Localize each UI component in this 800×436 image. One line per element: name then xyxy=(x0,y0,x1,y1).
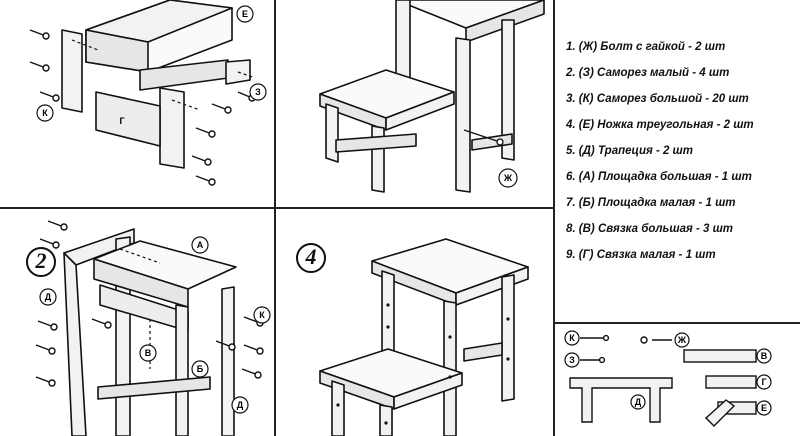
divider-vertical-2 xyxy=(553,0,555,436)
legend-callout-g: Г xyxy=(761,377,766,387)
step-3-drawing: Ж xyxy=(319,0,545,193)
callout-g-step1: Г xyxy=(119,116,124,126)
panel-step-3: Ж xyxy=(276,0,553,207)
callout-zh-step3: Ж xyxy=(503,173,513,183)
step-4-number: 4 xyxy=(296,243,326,273)
panel-step-1: Е К З Г xyxy=(0,0,274,207)
callout-d-step2: Д xyxy=(45,292,52,302)
divider-vertical-1 xyxy=(274,0,276,436)
callout-e-step1: Е xyxy=(242,9,248,19)
legend-callout-zh: Ж xyxy=(677,335,687,345)
divider-horizontal-right xyxy=(555,322,800,324)
callout-z-step1: З xyxy=(255,87,261,97)
parts-legend-panel: К З Ж В Г Е Д xyxy=(556,322,800,436)
parts-list-item: 6. (А) Площадка большая - 1 шт xyxy=(566,171,752,183)
parts-list-item: 1. (Ж) Болт с гайкой - 2 шт xyxy=(566,41,726,53)
legend-callout-z: З xyxy=(569,355,575,365)
parts-legend-drawing: К З Ж В Г Е Д xyxy=(564,330,772,427)
callout-d2-step2: Д xyxy=(237,400,244,410)
legend-callout-k: К xyxy=(569,333,575,343)
legend-callout-e: Е xyxy=(761,403,767,413)
step-1-drawing: Е К З Г xyxy=(29,0,267,186)
parts-list-item: 4. (Е) Ножка треугольная - 2 шт xyxy=(566,119,754,131)
parts-list-item: 8. (В) Связка большая - 3 шт xyxy=(566,223,734,235)
panel-step-4: 4 xyxy=(276,209,553,436)
callout-v-step2: В xyxy=(145,348,152,358)
parts-list-item: 3. (К) Саморез большой - 20 шт xyxy=(566,93,749,105)
callout-b-step2: Б xyxy=(197,364,204,374)
legend-callout-v: В xyxy=(761,351,768,361)
step-4-drawing xyxy=(319,238,529,436)
parts-list-item: 5. (Д) Трапеция - 2 шт xyxy=(566,145,694,157)
divider-horizontal xyxy=(0,207,553,209)
parts-list: 1. (Ж) Болт с гайкой - 2 шт 2. (З) Самор… xyxy=(566,40,796,274)
parts-list-item: 7. (Б) Площадка малая - 1 шт xyxy=(566,197,736,209)
callout-k-step1: К xyxy=(42,108,48,118)
callout-a-step2: А xyxy=(197,240,204,250)
panel-step-2: 2 xyxy=(0,209,274,436)
parts-list-item: 9. (Г) Связка малая - 1 шт xyxy=(566,249,716,261)
step-2-number: 2 xyxy=(26,247,56,277)
callout-k-step2: К xyxy=(259,310,265,320)
step-2-drawing: А Д В Б Д К xyxy=(35,220,271,436)
legend-callout-d: Д xyxy=(635,397,642,407)
parts-list-item: 2. (З) Саморез малый - 4 шт xyxy=(566,67,730,79)
